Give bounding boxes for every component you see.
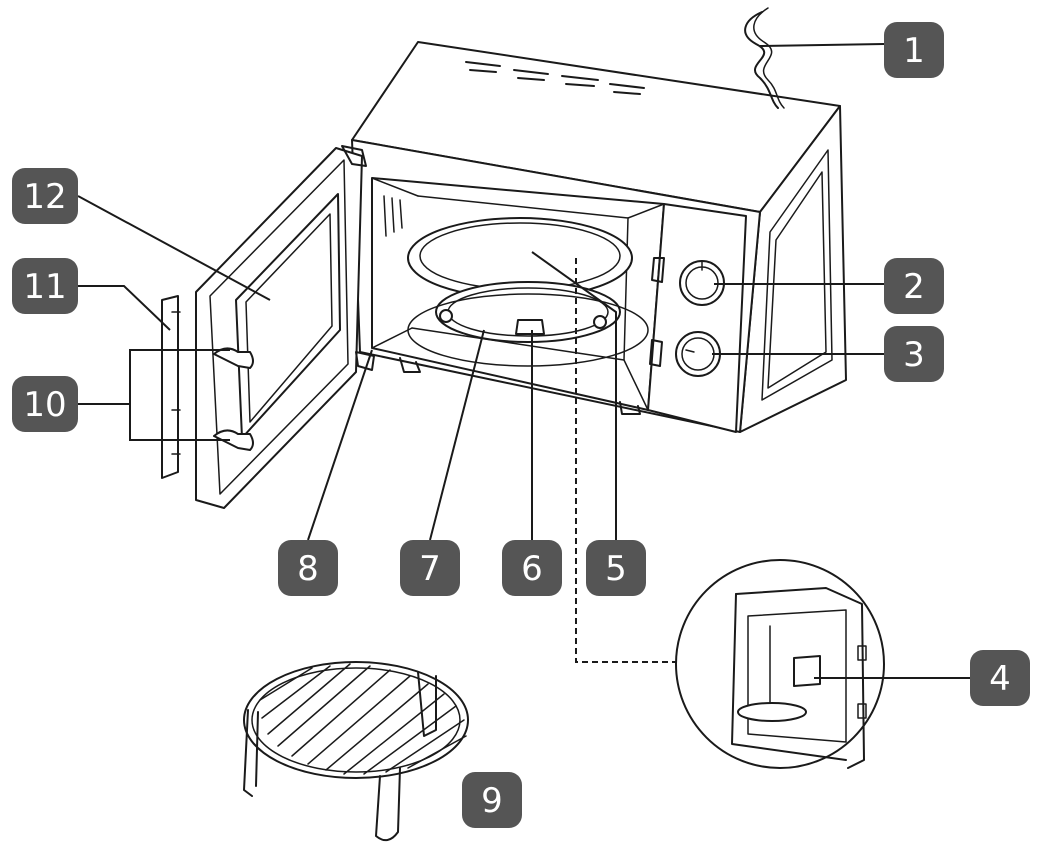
svg-text:4: 4 <box>989 659 1011 699</box>
svg-text:2: 2 <box>903 267 925 307</box>
svg-text:11: 11 <box>23 267 66 307</box>
callout-6: 6 <box>502 540 562 596</box>
svg-text:8: 8 <box>297 549 319 589</box>
callout-7: 7 <box>400 540 460 596</box>
waveguide-cover-detail <box>575 258 885 769</box>
svg-text:9: 9 <box>481 781 503 821</box>
callout-9: 9 <box>462 772 522 828</box>
svg-text:10: 10 <box>23 385 66 425</box>
svg-text:12: 12 <box>23 177 66 217</box>
control-panel <box>647 203 747 433</box>
svg-text:7: 7 <box>419 549 441 589</box>
callout-11: 11 <box>12 258 78 314</box>
grill-rack <box>243 661 469 842</box>
power-cord <box>744 11 779 109</box>
callout-8: 8 <box>278 540 338 596</box>
callout-10: 10 <box>12 376 78 432</box>
callout-2: 2 <box>884 258 944 314</box>
callout-3: 3 <box>884 326 944 382</box>
leader-lines <box>77 43 970 679</box>
microwave-door <box>161 145 375 509</box>
svg-text:3: 3 <box>903 335 925 375</box>
top-vents <box>465 61 645 95</box>
callout-badges: 1 2 3 4 5 6 7 8 <box>12 22 1030 828</box>
callout-1: 1 <box>884 22 944 78</box>
callout-4: 4 <box>970 650 1030 706</box>
callout-12: 12 <box>12 168 78 224</box>
svg-text:6: 6 <box>521 549 543 589</box>
callout-5: 5 <box>586 540 646 596</box>
svg-text:5: 5 <box>605 549 627 589</box>
microwave-body <box>351 7 847 433</box>
door-window <box>235 193 341 439</box>
svg-text:1: 1 <box>903 31 925 71</box>
